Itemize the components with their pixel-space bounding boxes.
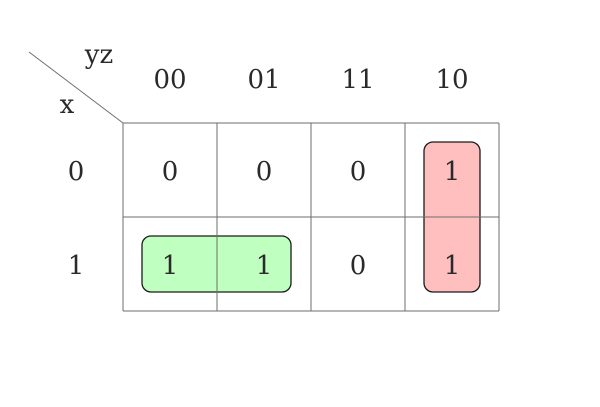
cell-x0-yz01: 0: [256, 157, 273, 187]
row-header-1: 1: [68, 251, 85, 281]
row-variable-label: x: [60, 90, 75, 120]
cell-x1-yz01: 1: [256, 251, 273, 281]
cell-x1-yz10: 1: [444, 251, 461, 281]
cell-x1-yz11: 0: [350, 251, 367, 281]
column-header-00: 00: [153, 65, 186, 95]
cell-x1-yz00: 1: [162, 251, 179, 281]
column-header-01: 01: [247, 65, 280, 95]
column-header-11: 11: [341, 65, 374, 95]
cell-x0-yz00: 0: [162, 157, 179, 187]
map-grid: [122, 122, 500, 312]
corner-divider: [28, 51, 124, 124]
row-header-0: 0: [68, 157, 85, 187]
cell-x0-yz10: 1: [444, 157, 461, 187]
column-header-10: 10: [435, 65, 468, 95]
cell-x0-yz11: 0: [350, 157, 367, 187]
column-variable-label: yz: [84, 40, 113, 70]
